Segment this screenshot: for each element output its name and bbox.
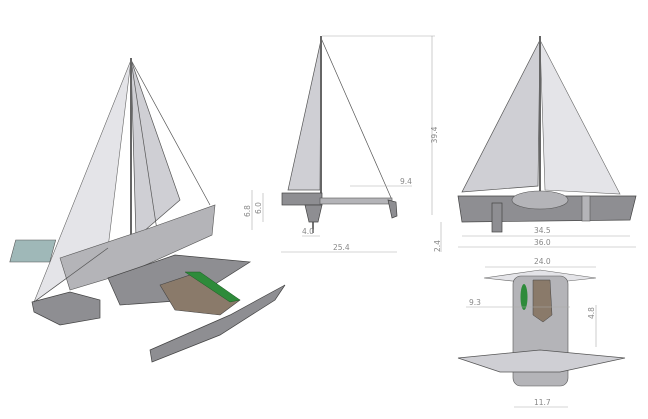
side-ama [387,199,398,219]
dim-beam-width: 24.0 [534,257,551,266]
dim-ama-offset: 9.3 [469,298,481,307]
dim-cockpit-length: 4.8 [587,307,596,319]
dim-side-length: 25.4 [333,243,350,252]
side-main-hull [281,192,323,206]
front-view: 34.5 36.0 2.4 [433,36,637,252]
iso-right-ama [149,284,286,363]
top-view: 24.0 9.3 4.8 11.7 [457,257,626,408]
iso-deck [59,204,216,291]
dim-bow-offset: 9.4 [400,177,412,186]
front-jib-sail [461,39,541,193]
top-kayak [520,284,528,310]
dim-depth-hull: 6.0 [254,202,263,214]
dim-overall-width: 36.0 [534,238,551,247]
side-main-sail [287,39,322,191]
side-crossbeam [319,197,393,205]
dim-hull-width-top: 11.7 [534,398,551,407]
dim-draft: 2.4 [433,240,442,252]
dim-hull-width: 34.5 [534,226,551,235]
top-sails [457,349,626,373]
iso-cabin-hatch [9,239,57,263]
dim-depth-total: 6.8 [243,205,252,217]
iso-kayak [184,271,241,303]
dim-keel-offset: 4.0 [302,227,314,236]
isometric-view [9,58,286,363]
dim-mast-height: 39.4 [430,126,439,143]
top-dinghy [532,279,553,323]
front-keel [491,202,503,233]
front-main-sail [539,39,621,195]
iso-main-sail [130,59,181,239]
side-view: 39.4 9.4 6.8 6.0 4.0 25.4 [243,35,439,253]
iso-dinghy [159,274,241,316]
side-keel [304,204,323,223]
iso-left-ama [31,291,101,326]
